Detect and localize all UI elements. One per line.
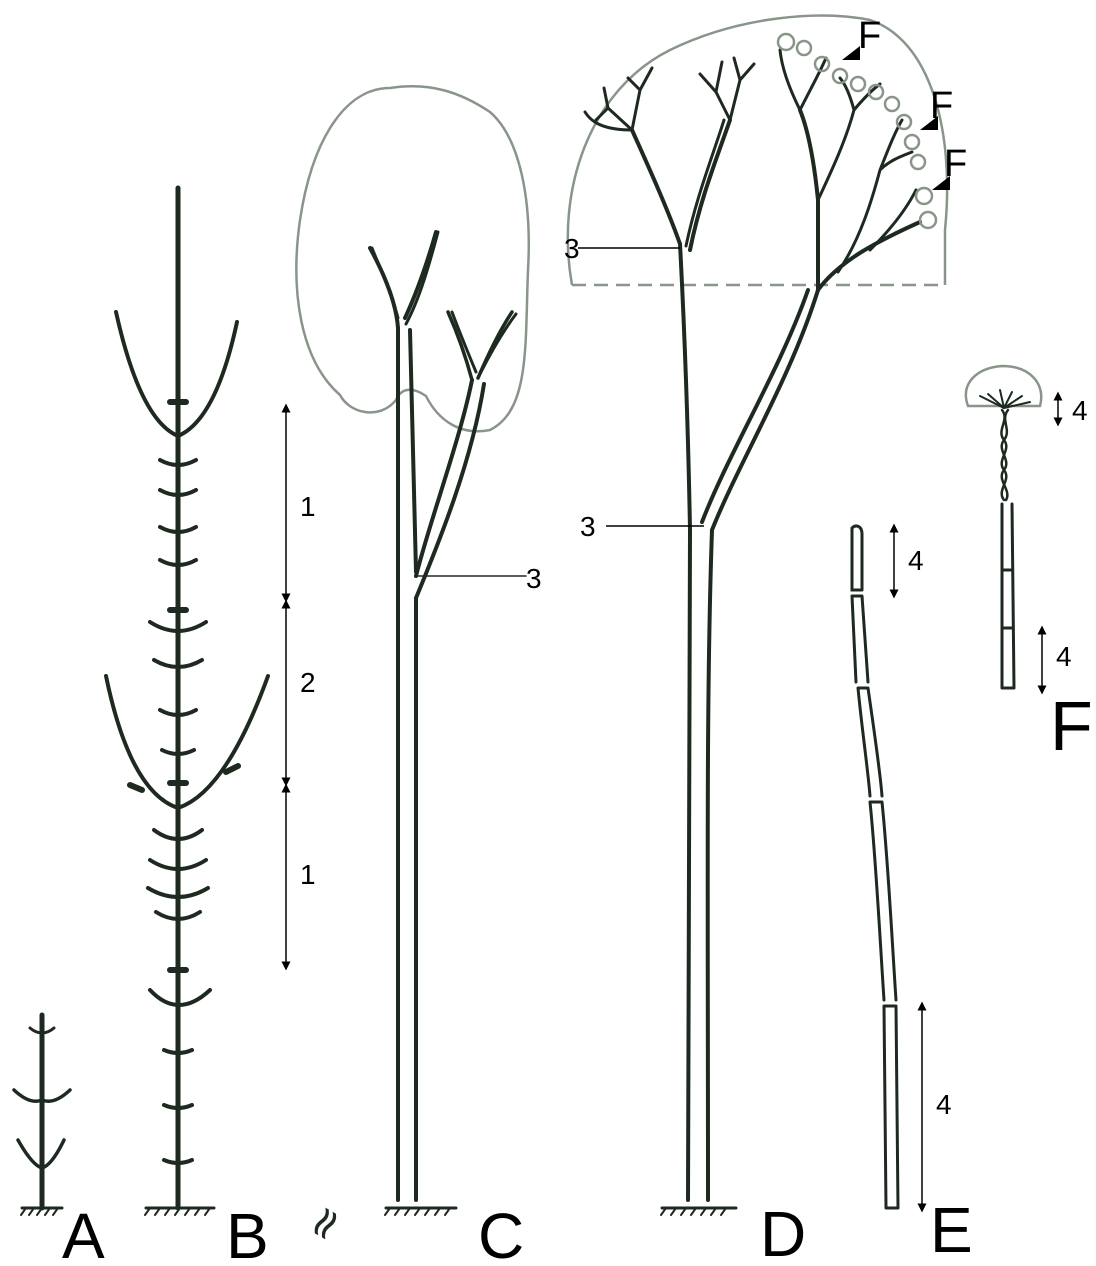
panel-label-a: A — [62, 1200, 105, 1266]
panel-d-branched-tree — [568, 16, 950, 1215]
d-fertile-marker-1: F — [858, 15, 881, 57]
panel-label-b: B — [226, 1200, 269, 1266]
panel-b-monopodial-stem — [106, 188, 268, 1215]
b-segment-label-top: 1 — [300, 491, 316, 522]
panel-a-seedling — [14, 1015, 70, 1215]
f-bottom-length-label: 4 — [1056, 641, 1072, 672]
f-top-length-label: 4 — [1072, 395, 1088, 426]
panel-label-c: C — [478, 1200, 524, 1266]
e-bottom-length-label: 4 — [936, 1089, 952, 1120]
panel-c-crowned-tree — [296, 86, 528, 1215]
panel-label-d: D — [760, 1198, 806, 1266]
c-branch-label: 3 — [526, 563, 542, 594]
b-segment-label-low: 1 — [300, 859, 316, 890]
b-segment-label-mid: 2 — [300, 667, 316, 698]
d-lower-branch-label: 3 — [580, 511, 596, 542]
d-fertile-marker-3: F — [944, 143, 967, 185]
d-fertile-marker-2: F — [930, 85, 953, 127]
panel-f-fertile-axis — [966, 366, 1058, 690]
panel-label-e: E — [930, 1194, 973, 1266]
panel-e-segmented-stem — [852, 526, 922, 1208]
break-mark: ≈ — [293, 1194, 356, 1251]
e-top-length-label: 4 — [908, 545, 924, 576]
d-upper-branch-label: 3 — [564, 233, 580, 264]
panel-label-f: F — [1050, 687, 1093, 765]
